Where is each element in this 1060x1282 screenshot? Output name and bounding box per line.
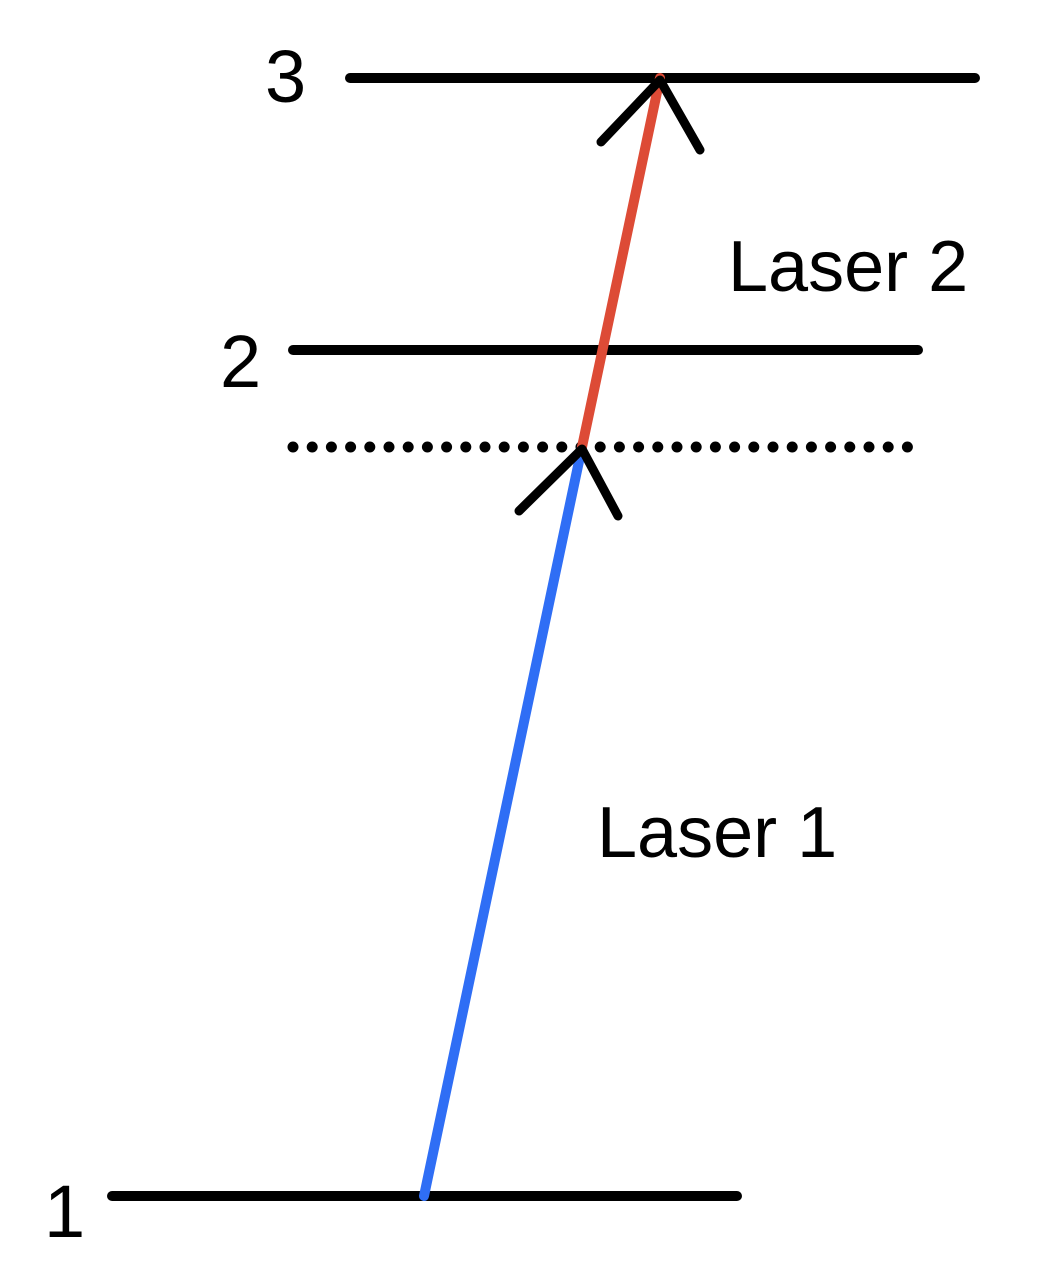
laser-1-transition-line xyxy=(419,442,587,1201)
laser-2-label: Laser 2 xyxy=(728,227,968,307)
laser-1-arrowhead-icon xyxy=(514,444,623,521)
energy-level-2-label: 2 xyxy=(220,320,261,403)
energy-level-1-label: 1 xyxy=(44,1170,85,1253)
energy-level-3-label: 3 xyxy=(265,35,306,118)
laser-2-transition-line xyxy=(577,73,665,452)
laser-2-arrowhead-icon xyxy=(596,75,705,155)
laser-1-label: Laser 1 xyxy=(597,793,837,873)
